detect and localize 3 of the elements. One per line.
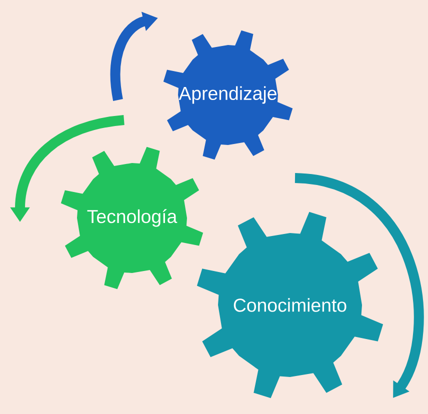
- gear: Aprendizaje: [163, 30, 293, 160]
- gear: Tecnología: [60, 146, 204, 290]
- gear: Conocimiento: [196, 212, 384, 398]
